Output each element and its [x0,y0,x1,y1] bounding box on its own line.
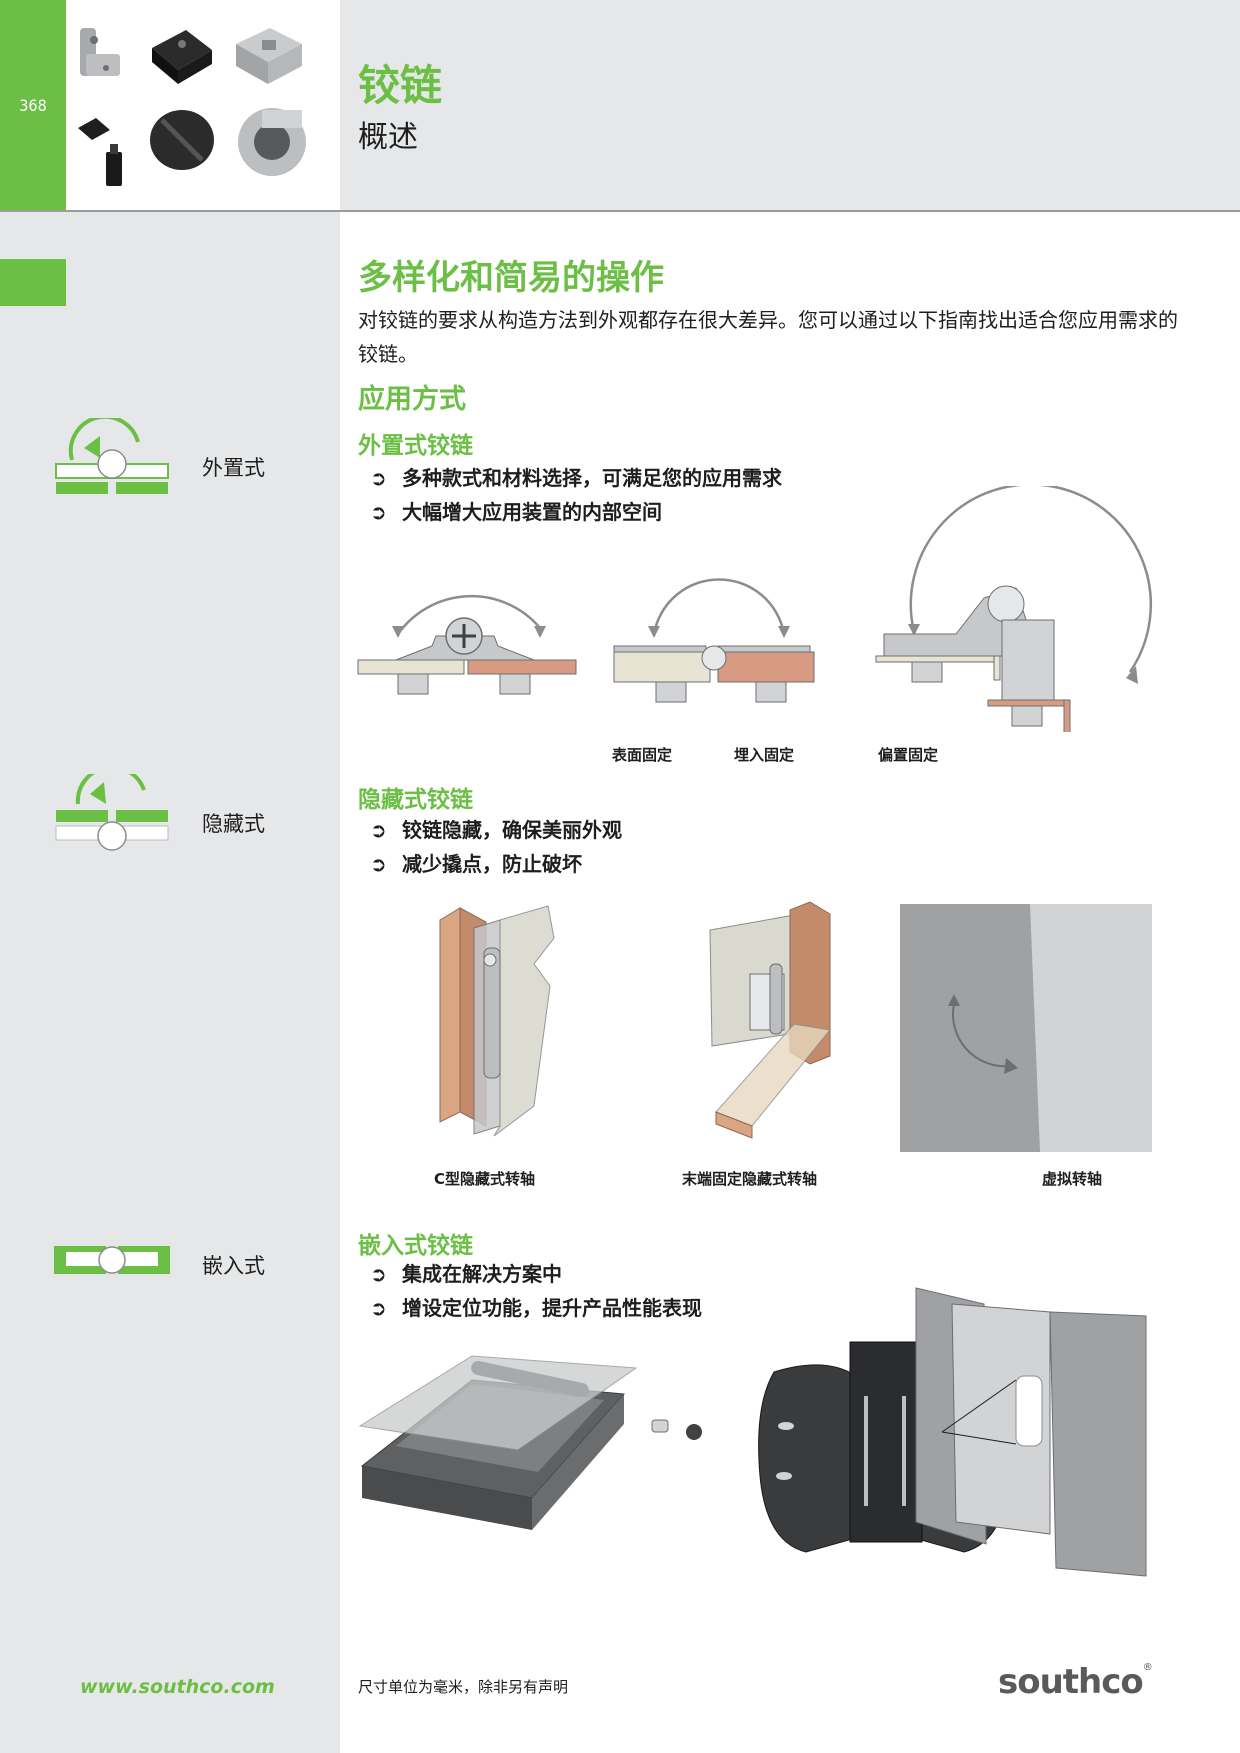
sidebar-item-label: 外置式 [202,456,265,480]
list-item: ➲铰链隐藏，确保美丽外观 [370,813,622,847]
embedded-hinge-icon [54,1246,170,1274]
caption-offset-mount: 偏置固定 [878,746,939,764]
flush-mount-diagram-icon [613,578,815,703]
bullet-arrow-icon: ➲ [370,1262,387,1286]
caption-c-style: C型隐藏式转轴 [434,1170,536,1188]
bullet-arrow-icon: ➲ [370,1296,387,1320]
thumb-black-detent-hinge-icon [78,118,122,186]
product-thumbnails [66,0,340,212]
embedded-diagrams [358,1287,1147,1577]
embedded-case-diagram-icon [358,1355,702,1530]
embedded-heading: 嵌入式铰链 [358,1233,473,1259]
sidebar-item-label: 嵌入式 [202,1254,265,1278]
end-mount-concealed-diagram-icon [709,901,831,1139]
offset-mount-diagram-icon [875,486,1153,732]
page-title: 铰链 [358,61,443,110]
thumb-black-hinge-icon [152,30,212,84]
page-subtitle: 概述 [358,120,418,155]
header-band [340,0,1240,210]
concealed-bullets: ➲铰链隐藏，确保美丽外观 ➲减少撬点，防止破坏 [370,813,622,881]
list-item: ➲减少撬点，防止破坏 [370,847,622,881]
sidebar-item-label: 隐藏式 [202,812,265,836]
surface-heading: 外置式铰链 [358,433,473,459]
concealed-heading: 隐藏式铰链 [358,787,473,813]
caption-virtual-pivot: 虚拟转轴 [1042,1170,1103,1188]
thumb-steel-hinge-icon [236,28,302,84]
section-tab [0,259,66,306]
list-item: ➲增设定位功能，提升产品性能表现 [370,1291,702,1325]
thumb-black-round-hinge-icon [150,110,214,170]
list-item: ➲集成在解决方案中 [370,1257,702,1291]
registered-mark: ® [1142,1662,1153,1673]
caption-surface-mount: 表面固定 [612,746,673,764]
bullet-arrow-icon: ➲ [370,818,387,842]
footer-url[interactable]: www.southco.com [80,1676,275,1698]
thumb-grey-lift-hinge-icon [80,28,120,76]
bullet-arrow-icon: ➲ [370,500,387,524]
surface-hinge-icon [55,418,169,494]
concealed-diagrams [439,901,1152,1152]
intro-paragraph: 对铰链的要求从构造方法到外观都存在很大差异。您可以通过以下指南找出适合您应用需求… [358,308,1178,366]
thumb-grey-torque-hinge-icon [238,108,306,176]
bullet-arrow-icon: ➲ [370,466,387,490]
header-divider [0,210,1240,212]
sidebar-item-concealed: 隐藏式 [54,774,344,854]
list-item: ➲大幅增大应用装置的内部空间 [370,495,782,529]
caption-flush-mount: 埋入固定 [734,746,795,764]
southco-logo: southco® [998,1662,1153,1702]
surface-mount-diagram-icon [357,594,577,695]
bullet-arrow-icon: ➲ [370,852,387,876]
virtual-pivot-diagram-icon [900,904,1152,1152]
concealed-hinge-icon [55,774,169,851]
sidebar-item-surface: 外置式 [54,418,344,498]
caption-end-mount: 末端固定隐藏式转轴 [682,1170,818,1188]
surface-bullets: ➲多种款式和材料选择，可满足您的应用需求 ➲大幅增大应用装置的内部空间 [370,461,782,529]
list-item: ➲多种款式和材料选择，可满足您的应用需求 [370,461,782,495]
application-heading: 应用方式 [358,384,466,415]
surface-mount-diagrams [357,486,1153,732]
sidebar-item-embedded: 嵌入式 [54,1240,344,1320]
page-number-strip [0,0,66,212]
embedded-panel-detail-icon [915,1287,1147,1577]
section-heading: 多样化和简易的操作 [358,258,664,298]
page-number: 368 [19,96,47,115]
footer-note: 尺寸单位为毫米，除非另有声明 [358,1678,569,1696]
embedded-bullets: ➲集成在解决方案中 ➲增设定位功能，提升产品性能表现 [370,1257,702,1325]
c-style-concealed-diagram-icon [439,905,555,1137]
